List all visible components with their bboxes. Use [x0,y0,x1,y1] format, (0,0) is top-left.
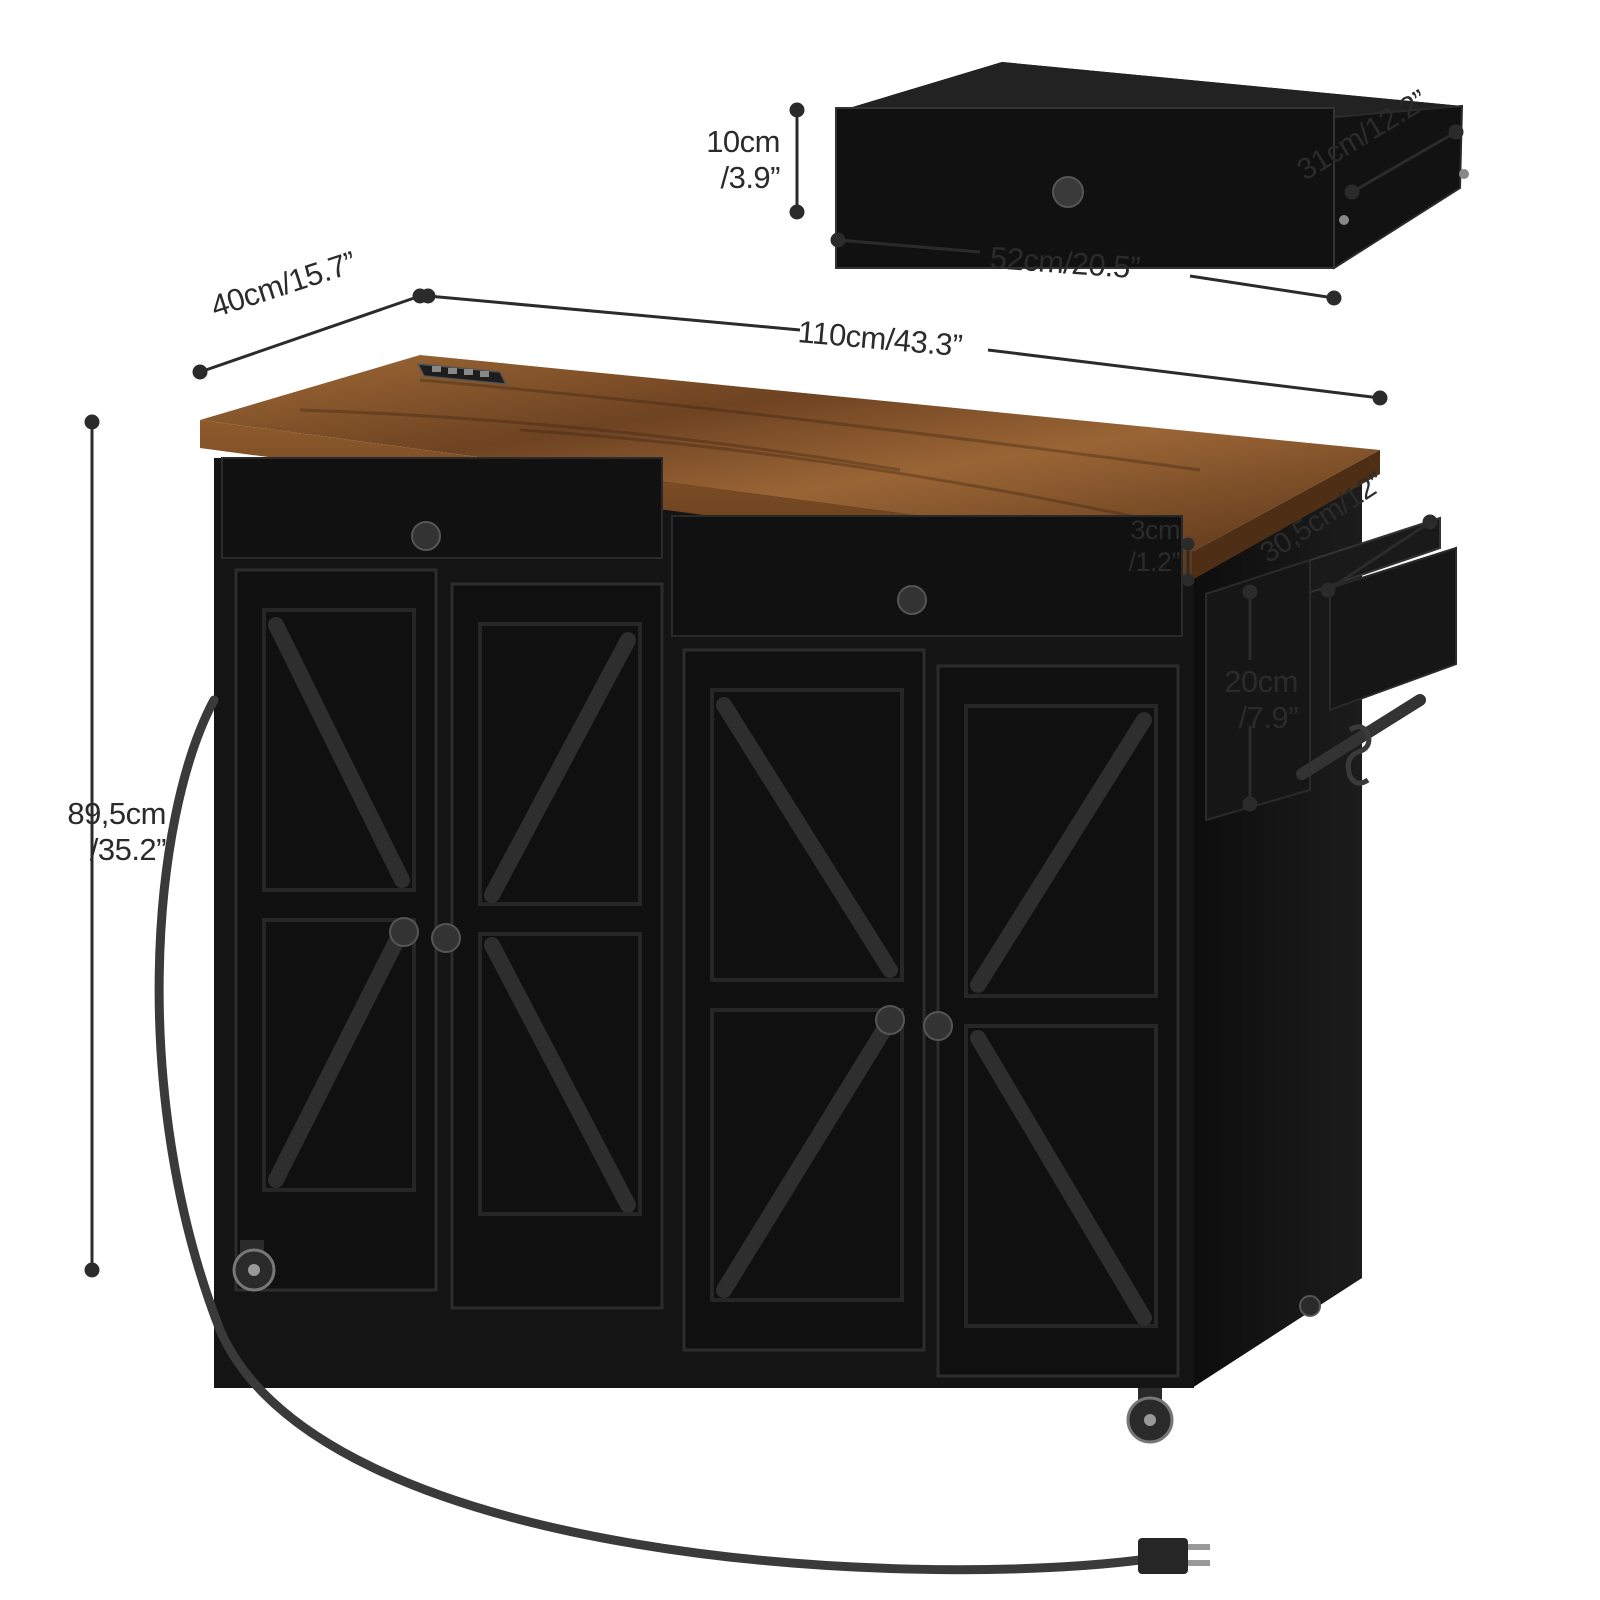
top-thickness-in: /1.2” [1128,547,1180,577]
wooden-countertop [200,355,1380,552]
power-strip-icon [416,363,508,385]
caster-wheel-icon [1299,1295,1321,1317]
knob-icon [431,923,461,953]
knob-icon [389,917,419,947]
knob-icon [897,585,927,615]
drawer-illustration [835,62,1469,270]
towel-rack-icon [1205,516,1457,822]
height-label: 89,5cm /35.2” [20,796,166,868]
caster-wheel-icon [1126,1388,1174,1444]
s-hook-icon [1345,724,1372,786]
height-in: /35.2” [89,832,167,867]
power-plug-icon [1138,1538,1210,1574]
drawer-height-label: 10cm /3.9” [680,124,780,196]
power-cord [154,695,1145,1575]
height-cm: 89,5cm [67,796,166,831]
cabinet-body [200,355,1457,1444]
rack-height-label: 20cm /7.9” [1180,664,1298,736]
knob-icon [411,521,441,551]
top-thickness-label: 3cm /1.2” [1070,514,1180,578]
drawer-height-in: /3.9” [720,160,780,195]
knob-icon [1052,176,1084,208]
rack-height-in: /7.9” [1238,700,1298,735]
knob-icon [923,1011,953,1041]
top-thickness-cm: 3cm [1130,515,1180,545]
knob-icon [875,1005,905,1035]
rack-height-cm: 20cm [1224,664,1298,699]
caster-wheel-icon [232,1240,276,1292]
drawer-height-cm: 10cm [706,124,780,159]
dimension-lines [84,102,1464,1278]
